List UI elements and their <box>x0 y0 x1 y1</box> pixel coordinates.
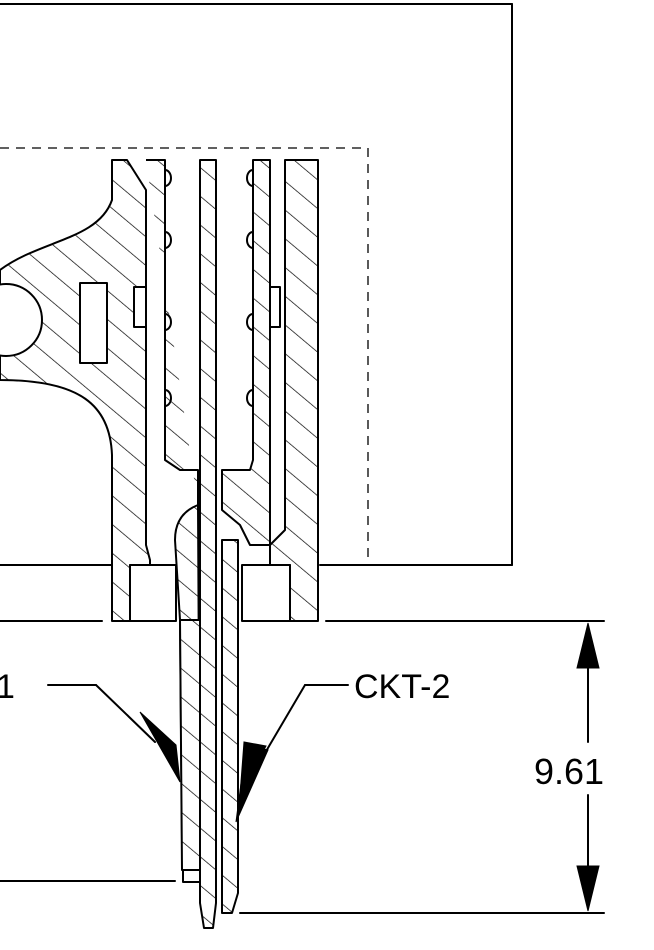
left-pocket <box>129 564 177 622</box>
right-pocket <box>241 564 291 622</box>
mounting-hole <box>0 283 43 357</box>
leader-ckt-2 <box>235 684 349 823</box>
dimension-arrow-top <box>576 622 600 669</box>
hidden-outline <box>0 147 369 565</box>
board-surface-lines <box>0 620 605 914</box>
left-contact-tail <box>179 619 201 871</box>
dimension-9-61 <box>576 622 600 912</box>
central-blade <box>199 159 217 929</box>
left-window <box>79 282 108 364</box>
right-contact-spring <box>221 159 271 546</box>
dimension-label: 9.61 <box>534 751 604 792</box>
arrowhead-circuit-1 <box>139 711 181 783</box>
left-contact-dimple <box>133 286 147 328</box>
right-housing-wall <box>269 159 319 622</box>
left-housing-wall <box>0 159 151 622</box>
leader-circuit-1 <box>47 684 181 783</box>
label-circuit-1: 1 <box>0 668 15 706</box>
right-contact-tail <box>221 539 239 914</box>
dimension-arrow-bottom <box>576 865 600 912</box>
contact-bumps <box>164 169 254 407</box>
right-contact-dimple <box>269 286 281 328</box>
label-ckt-2: CKT-2 <box>354 668 450 706</box>
left-contact-tab <box>182 869 201 883</box>
housing-outline <box>0 3 513 566</box>
